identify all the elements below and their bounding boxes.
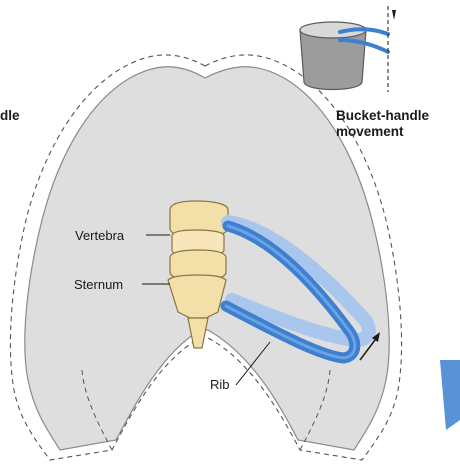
bucket-handle-label: Bucket-handle movement	[336, 108, 429, 139]
partial-blue-shape	[440, 360, 460, 430]
bucket-handle-label-line1: Bucket-handle	[336, 108, 429, 124]
cut-off-left-label: dle	[0, 108, 20, 124]
vertebra-label: Vertebra	[75, 229, 124, 242]
vertebra-bone	[170, 201, 228, 256]
bucket-handle-label-line2: movement	[336, 124, 429, 140]
sternum-label: Sternum	[74, 278, 123, 291]
bucket-icon	[300, 6, 396, 92]
rib-label: Rib	[210, 378, 230, 391]
